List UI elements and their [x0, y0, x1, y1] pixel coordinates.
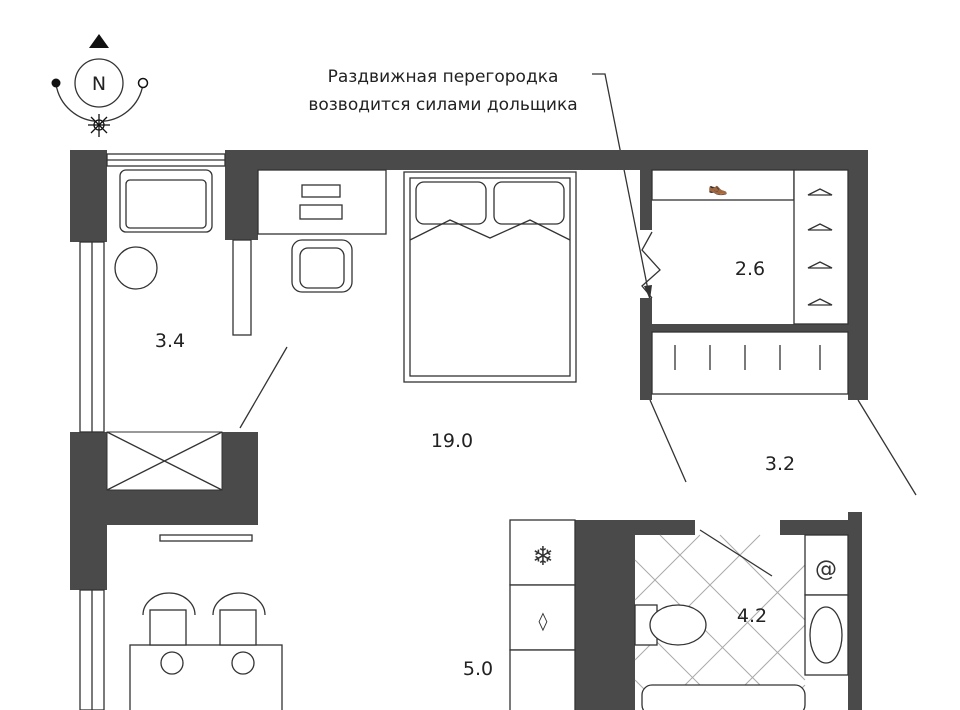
tv	[159, 534, 253, 542]
bathroom-fixtures: @	[634, 529, 849, 710]
area-balcony: 3.4	[155, 330, 185, 352]
area-hall: 3.2	[765, 453, 795, 475]
sliding-partition	[641, 231, 661, 299]
dining-set	[129, 592, 283, 710]
boiler-spiral-icon: @	[815, 557, 837, 582]
hanger-icons	[674, 188, 833, 370]
wardrobe-closet: 👞	[651, 169, 849, 395]
closet-door-left	[649, 399, 687, 483]
windows	[79, 153, 252, 710]
compass: N	[51, 34, 149, 137]
area-living: 19.0	[431, 430, 473, 452]
fridge-snowflake-icon: ❄	[532, 542, 554, 572]
desk	[257, 169, 387, 293]
compass-label: N	[92, 73, 106, 95]
area-wardrobe: 2.6	[735, 258, 765, 280]
bed	[403, 171, 577, 383]
note-leader	[592, 73, 651, 301]
entrance-door	[857, 399, 917, 496]
balcony-door	[239, 346, 288, 429]
side-table	[114, 246, 158, 290]
area-bathroom: 4.2	[737, 605, 767, 627]
water-drop-icon: ◊	[539, 611, 548, 632]
north-arrow-icon	[89, 34, 109, 48]
note-line-1: Раздвижная перегородка	[328, 67, 559, 87]
slippers-icon: 👞	[708, 177, 728, 196]
sun-icon	[88, 114, 110, 137]
kitchen-units: ❄ ◊	[509, 519, 576, 710]
walls	[70, 150, 868, 710]
note-line-2: возводится силами дольщика	[308, 95, 577, 115]
armchair	[119, 169, 213, 233]
ventilation-shaft	[106, 431, 223, 491]
area-kitchen: 5.0	[463, 658, 493, 680]
